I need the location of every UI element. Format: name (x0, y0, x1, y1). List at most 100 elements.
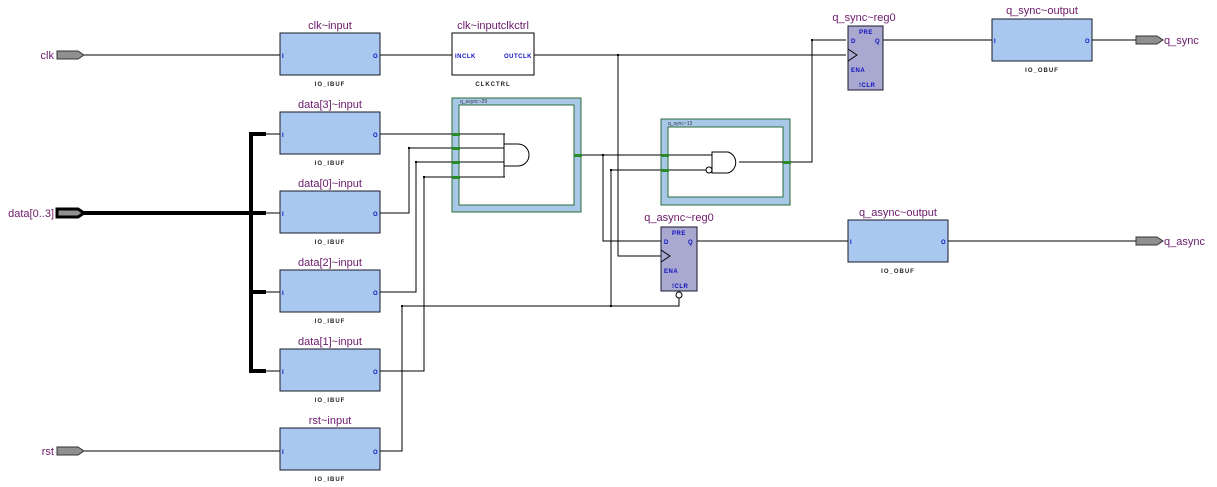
port-label-clk: clk (41, 50, 55, 62)
instance-name: rst~input (309, 415, 352, 427)
wires (84, 39, 1136, 452)
instance-name: data[1]~input (298, 336, 362, 348)
wire-and-to-async-reg[interactable] (602, 155, 661, 242)
pin-label: ENA (851, 68, 865, 74)
pin-label: O (1085, 39, 1090, 45)
pin-label: I (282, 54, 284, 60)
ibuf-data2[interactable]: data[2]~input I O IO_IBUF (279, 257, 381, 325)
obuf-body[interactable] (991, 18, 1093, 62)
junction-dot (610, 305, 612, 307)
clock-triangle-icon (660, 249, 671, 263)
pin-label: O (373, 370, 378, 376)
port-label-rst: rst (42, 446, 54, 458)
obuf-body[interactable] (847, 219, 949, 263)
ibuf-body[interactable] (279, 269, 381, 313)
ibuf-data0[interactable]: data[0]~input I O IO_IBUF (279, 178, 381, 246)
port-label-data: data[0..3] (8, 208, 54, 220)
instance-type: IO_IBUF (315, 82, 346, 88)
group-pin (452, 161, 460, 164)
input-port-data[interactable]: data[0..3] (8, 207, 87, 220)
output-port-q-sync[interactable]: q_sync (1135, 35, 1199, 47)
group-pin (574, 154, 582, 157)
inverter-bubble-icon (675, 291, 683, 299)
instance-type: IO_IBUF (315, 398, 346, 404)
port-arrow-icon (56, 446, 85, 456)
output-port-q-async[interactable]: q_async (1135, 236, 1205, 248)
pin-label: I (282, 212, 284, 218)
instance-type: IO_IBUF (315, 161, 346, 167)
inverter-bubble-icon (705, 166, 713, 174)
ff-body[interactable] (660, 226, 698, 292)
clkctrl-body[interactable] (451, 32, 535, 76)
instance-name: q_sync~output (1006, 5, 1078, 17)
instance-type: IO_IBUF (315, 477, 346, 483)
junction-dot (811, 39, 813, 41)
instance-type: CLKCTRL (475, 82, 510, 88)
ibuf-data3[interactable]: data[3]~input I O IO_IBUF (279, 99, 381, 167)
instance-name: clk~inputclkctrl (457, 20, 529, 32)
pin-label: I (282, 370, 284, 376)
group-pin (783, 161, 791, 164)
pin-label: I (282, 133, 284, 139)
group-pin (452, 133, 460, 136)
instance-name: data[0]~input (298, 178, 362, 190)
instance-type: IO_OBUF (881, 269, 915, 275)
instance-type: IO_IBUF (315, 240, 346, 246)
instance-name: q_sync~reg0 (832, 12, 895, 24)
bus-port-arrow-icon (55, 207, 87, 219)
ibuf-clk[interactable]: clk~input I O IO_IBUF (279, 20, 381, 88)
junction-dots (401, 39, 813, 307)
group-pin (452, 147, 460, 150)
junction-dot (401, 305, 403, 307)
pin-label: O (373, 212, 378, 218)
group-q-async-29[interactable]: q_async~29 (451, 97, 582, 213)
ibuf-rst[interactable]: rst~input I O IO_IBUF (279, 415, 381, 483)
instance-type: IO_IBUF (315, 319, 346, 325)
clkctrl-block[interactable]: clk~inputclkctrl INCLK OUTCLK CLKCTRL (451, 20, 535, 88)
pin-label: !CLR (859, 83, 875, 89)
ibuf-body[interactable] (279, 111, 381, 155)
wire-clk-async-reg[interactable] (617, 55, 661, 257)
group-q-sync-13[interactable]: q_sync~13 (660, 118, 791, 206)
pin-label: I (282, 291, 284, 297)
instance-name: q_async~output (859, 207, 937, 219)
group-label: q_sync~13 (668, 121, 693, 127)
group-pin (452, 176, 460, 179)
instance-name: data[3]~input (298, 99, 362, 111)
ff-q-async-reg0[interactable]: q_async~reg0 PRE D Q ENA !CLR (644, 212, 714, 299)
input-port-clk[interactable]: clk (41, 50, 85, 62)
pin-label: Q (875, 39, 880, 45)
obuf-q-async[interactable]: q_async~output I O IO_OBUF (847, 207, 949, 275)
instance-name: data[2]~input (298, 257, 362, 269)
pin-label: D (851, 39, 856, 45)
and-gate-icon[interactable] (503, 143, 530, 167)
pin-label: ENA (664, 269, 678, 275)
ff-q-sync-reg0[interactable]: q_sync~reg0 PRE D Q ENA !CLR (832, 12, 896, 91)
junction-dot (617, 54, 619, 56)
port-label-q-sync: q_sync (1164, 35, 1199, 47)
pin-label: Q (688, 240, 693, 246)
port-arrow-icon (56, 50, 85, 60)
pin-label: O (373, 133, 378, 139)
clock-triangle-icon (847, 48, 858, 62)
pin-label: O (373, 291, 378, 297)
junction-dot (423, 176, 425, 178)
group-label: q_async~29 (460, 99, 487, 105)
ff-body[interactable] (847, 25, 884, 91)
port-arrow-icon (1135, 236, 1164, 246)
ibuf-data1[interactable]: data[1]~input I O IO_IBUF (279, 336, 381, 404)
ibuf-body[interactable] (279, 190, 381, 234)
wire-rst-buf[interactable] (380, 297, 680, 452)
pin-label: D (664, 240, 669, 246)
junction-dot (602, 154, 604, 156)
ibuf-body[interactable] (279, 427, 381, 471)
pin-label: O (941, 240, 946, 246)
obuf-q-sync[interactable]: q_sync~output I O IO_OBUF (991, 5, 1093, 74)
ibuf-body[interactable] (279, 32, 381, 76)
and-gate-inverted-input-icon[interactable] (711, 151, 737, 174)
pin-label: I (994, 39, 996, 45)
instance-name: clk~input (308, 20, 352, 32)
port-label-q-async: q_async (1164, 236, 1205, 248)
input-port-rst[interactable]: rst (42, 446, 85, 458)
ibuf-body[interactable] (279, 348, 381, 392)
